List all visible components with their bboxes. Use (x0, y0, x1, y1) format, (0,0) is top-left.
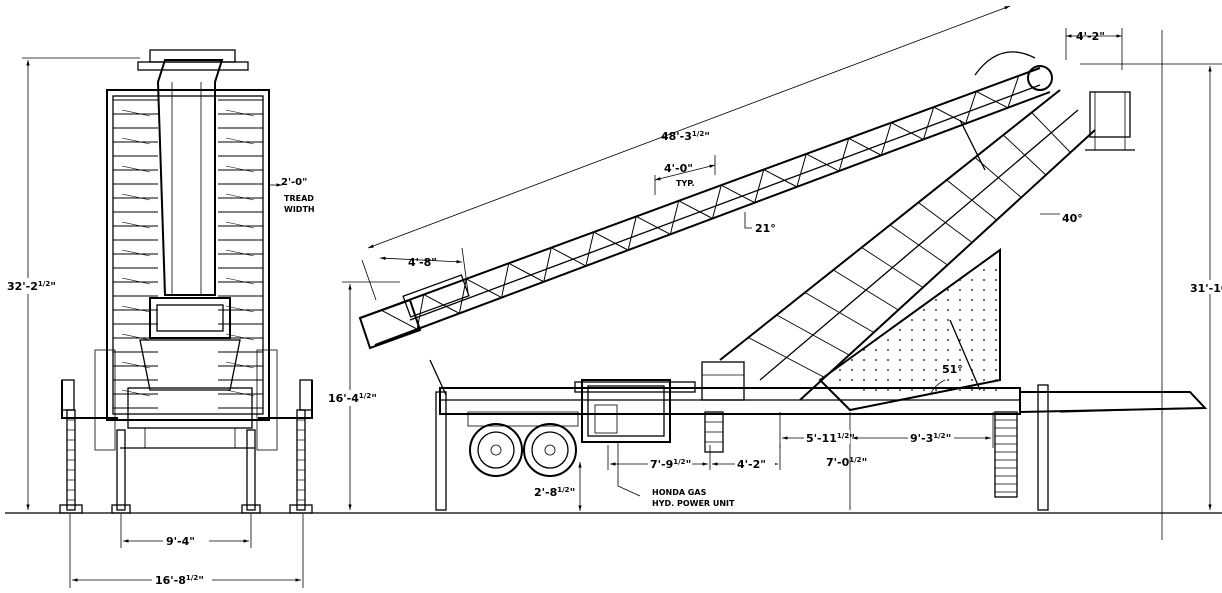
deck-offset-frac: 1/2 (837, 432, 849, 440)
svg-text:9'-31/2": 9'-31/2" (910, 432, 951, 445)
front-width-frac: 1/2 (186, 574, 198, 582)
power-unit-label-line2: HYD. POWER UNIT (652, 499, 735, 508)
svg-text:7'-01/2": 7'-01/2" (826, 456, 867, 469)
pivot-height-frac: 1/2 (849, 456, 861, 464)
tread-label: TREAD (284, 194, 314, 203)
tread-width-dim: 2'-0" (281, 177, 307, 188)
svg-text:16'-41/2": 16'-41/2" (328, 392, 377, 405)
deck-width-frac: 1/2 (933, 432, 945, 440)
power-unit-gap-dim: 4'-2" (737, 458, 766, 471)
deck-angle-dim: 51° (942, 363, 963, 376)
pivot-height-dim: 7'-0 (826, 456, 850, 469)
side-view: 48'-31/2" 4'-0" TYP. 21° 4'-8" 4'-2" 40°… (326, 5, 1222, 540)
tail-height-frac: 1/2 (359, 392, 371, 400)
head-offset-dim: 4'-2" (1076, 30, 1105, 43)
tail-section-dim: 4'-8" (408, 256, 437, 269)
leg-spacing-dim: 9'-4" (166, 535, 195, 548)
side-height-dim: 31'-10 (1190, 282, 1222, 295)
front-height-frac: 1/2 (38, 280, 50, 288)
feeder-angle-dim: 40° (1062, 212, 1083, 225)
truss-spacing-note: TYP. (676, 179, 695, 188)
svg-text:48'-31/2": 48'-31/2" (661, 130, 710, 143)
deck-offset-dim: 5'-11 (806, 432, 837, 445)
deck-width-dim: 9'-3 (910, 432, 933, 445)
tail-height-dim: 16'-4 (328, 392, 359, 405)
svg-text:16'-81/2": 16'-81/2" (155, 574, 204, 587)
front-view: 32'-21/2" 2'-0" TREAD WIDTH 9'-4" 16'-81… (5, 49, 315, 588)
conveyor-angle-dim: 21° (755, 222, 776, 235)
ground-clearance-frac: 1/2 (557, 486, 569, 494)
power-unit-label-line1: HONDA GAS (652, 488, 707, 497)
svg-text:2'-81/2": 2'-81/2" (534, 486, 575, 499)
power-unit-width-dim: 7'-9 (650, 458, 673, 471)
conveyor-length-frac: 1/2 (692, 130, 704, 138)
conveyor-length-dim: 48'-3 (661, 130, 692, 143)
truss-spacing-dim: 4'-0" (664, 162, 693, 175)
trailer-chassis (429, 359, 1208, 511)
power-unit-width-frac: 1/2 (673, 458, 685, 466)
width-label: WIDTH (284, 205, 315, 214)
stacking-conveyor (358, 51, 1053, 350)
ground-clearance-dim: 2'-8 (534, 486, 557, 499)
svg-text:7'-91/2": 7'-91/2" (650, 458, 691, 471)
front-width-dim: 16'-8 (155, 574, 186, 587)
svg-text:32'-21/2": 32'-21/2" (7, 280, 56, 293)
front-height-dim: 32'-2 (7, 280, 38, 293)
